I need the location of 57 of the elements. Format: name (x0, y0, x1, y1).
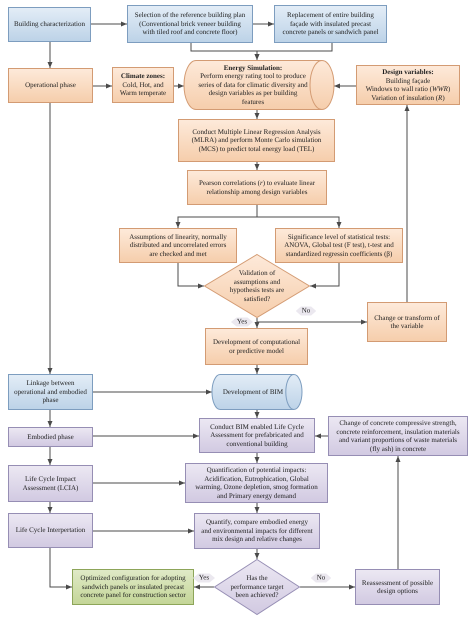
arrow (254, 502, 260, 514)
arrow (310, 262, 340, 288)
process-box (178, 119, 335, 162)
process-box (8, 7, 91, 42)
arrow (300, 584, 356, 590)
arrow (254, 548, 260, 560)
process-box (127, 5, 253, 43)
process-box (199, 418, 315, 453)
process-box (187, 170, 327, 205)
arrow (194, 584, 214, 590)
arrow (254, 410, 260, 418)
process-box (112, 67, 174, 103)
arrow (50, 548, 72, 590)
process-box (8, 68, 93, 103)
arrow (48, 446, 52, 466)
process-box (274, 5, 387, 43)
process-box (355, 569, 440, 605)
arrow (404, 104, 410, 302)
arrow (48, 502, 52, 514)
arrow (396, 456, 400, 570)
cylinder-shape (184, 60, 334, 110)
process-box (328, 416, 468, 456)
arrow (174, 84, 184, 88)
process-box (72, 569, 194, 605)
process-box (205, 328, 308, 365)
arrow (92, 84, 112, 88)
process-box (8, 513, 93, 548)
arrow (256, 318, 368, 324)
arrow (92, 528, 194, 534)
cylinder-shape (212, 374, 302, 410)
process-box (185, 463, 328, 503)
arrow (334, 84, 356, 88)
arrow (90, 22, 128, 26)
arrow (48, 42, 52, 68)
process-box (119, 228, 237, 263)
arrow (92, 480, 186, 486)
arrow (92, 390, 212, 394)
process-box (275, 228, 403, 263)
arrow (92, 434, 200, 438)
arrow (48, 102, 52, 374)
arrow (254, 110, 260, 120)
arrow (314, 434, 328, 438)
arrow (254, 162, 260, 170)
process-box (194, 513, 320, 549)
process-box (8, 465, 93, 502)
arrow (254, 452, 260, 464)
arrow (254, 364, 260, 374)
process-box (8, 427, 93, 447)
process-box (8, 374, 93, 410)
decision-diamond (214, 559, 300, 615)
process-box (367, 302, 447, 342)
arrow (178, 262, 204, 288)
arrow (254, 42, 332, 60)
arrow (256, 204, 342, 228)
arrow (48, 410, 52, 428)
arrow (252, 22, 274, 26)
process-box (356, 65, 460, 105)
